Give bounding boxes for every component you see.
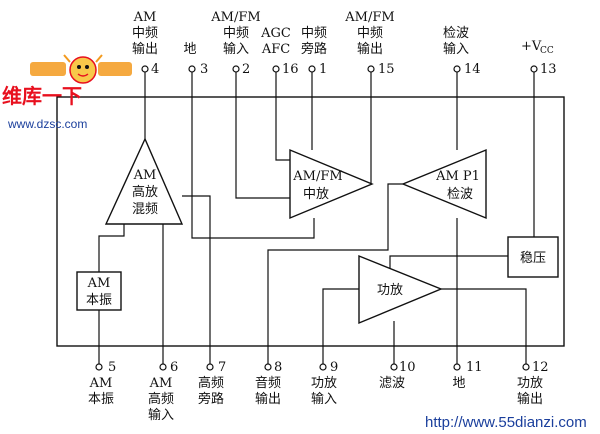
svg-text:旁路: 旁路 <box>301 41 327 57</box>
svg-text:1: 1 <box>319 62 327 77</box>
svg-text:7: 7 <box>218 360 226 375</box>
svg-text:6: 6 <box>170 360 178 375</box>
svg-text:检波: 检波 <box>443 26 469 41</box>
svg-text:AM: AM <box>149 376 173 391</box>
svg-text:10: 10 <box>399 360 416 375</box>
svg-text:输出: 输出 <box>357 41 383 57</box>
pin-9-label: 9 功放 输入 <box>311 360 338 407</box>
watermark-logo: 维库一下 <box>2 54 132 108</box>
svg-text:11: 11 <box>466 360 483 375</box>
pin-14-label: 检波 输入 14 <box>443 26 481 77</box>
svg-text:中频: 中频 <box>301 26 327 41</box>
svg-text:维库一下: 维库一下 <box>2 84 82 108</box>
pin-15-label: AM/FM 中频 输出 15 <box>344 10 394 77</box>
svg-text:功放: 功放 <box>517 376 543 391</box>
am-mixer-label-2: 高放 <box>132 184 158 200</box>
svg-text:输出: 输出 <box>517 391 543 407</box>
svg-text:5: 5 <box>108 360 116 375</box>
am-mixer-label-1: AM <box>133 168 157 183</box>
pin-13-label: +V CC 13 <box>521 39 557 77</box>
svg-text:输出: 输出 <box>255 391 281 407</box>
svg-text:AM/FM: AM/FM <box>292 169 342 184</box>
svg-text:AM: AM <box>89 376 113 391</box>
bottom-pin-terminals <box>95 363 530 371</box>
svg-text:功放: 功放 <box>311 376 337 391</box>
svg-text:中频: 中频 <box>357 26 383 41</box>
watermark-site-left: www.dzsc.com <box>7 117 87 131</box>
svg-text:12: 12 <box>532 360 549 375</box>
svg-text:本振: 本振 <box>86 293 112 308</box>
svg-text:AM/FM: AM/FM <box>210 10 260 25</box>
svg-text:AGC: AGC <box>260 26 291 41</box>
svg-text:本振: 本振 <box>88 392 114 407</box>
pin-8-label: 8 音频 输出 <box>255 360 282 407</box>
svg-text:AM: AM <box>133 10 157 25</box>
svg-text:高频: 高频 <box>148 391 174 407</box>
svg-text:AM/FM: AM/FM <box>344 10 394 25</box>
pin-3-label: 地 3 <box>183 42 208 77</box>
pin-5-label: 5 AM 本振 <box>88 360 116 407</box>
svg-text:4: 4 <box>151 62 159 77</box>
svg-text:高频: 高频 <box>198 375 224 391</box>
svg-text:地: 地 <box>183 42 196 57</box>
svg-text:音频: 音频 <box>255 375 281 391</box>
svg-text:15: 15 <box>378 62 395 77</box>
am-mixer-block <box>104 137 184 225</box>
svg-text:AM: AM <box>87 276 111 291</box>
svg-text:CC: CC <box>540 46 554 56</box>
svg-text:8: 8 <box>274 360 282 375</box>
svg-text:中频: 中频 <box>223 26 249 41</box>
svg-text:2: 2 <box>242 62 250 77</box>
detector-block <box>401 148 487 220</box>
svg-text:稳压: 稳压 <box>520 250 546 266</box>
wiring <box>98 72 535 366</box>
pin-12-label: 12 功放 输出 <box>517 360 549 407</box>
pin-2-label: AM/FM 中频 输入 2 <box>210 10 260 77</box>
svg-text:输入: 输入 <box>223 41 249 57</box>
pin-11-label: 11 地 <box>452 360 482 391</box>
svg-text:滤波: 滤波 <box>379 376 405 391</box>
mascot-icon <box>69 56 97 84</box>
svg-text:功放: 功放 <box>377 283 403 298</box>
svg-text:中频: 中频 <box>132 26 158 41</box>
svg-text:9: 9 <box>330 360 338 375</box>
svg-text:旁路: 旁路 <box>198 391 224 407</box>
svg-text:地: 地 <box>452 376 465 391</box>
chip-outline <box>56 96 565 347</box>
am-mixer-label-3: 混频 <box>132 202 158 217</box>
pin-1-label: 中频 旁路 1 <box>301 26 327 77</box>
pin-4-label: AM 中频 输出 4 <box>132 10 159 77</box>
svg-text:14: 14 <box>464 62 481 77</box>
svg-text:16: 16 <box>282 62 299 77</box>
svg-text:输入: 输入 <box>311 391 337 407</box>
svg-text:13: 13 <box>540 62 557 77</box>
svg-text:检波: 检波 <box>447 187 473 202</box>
svg-text:+V: +V <box>521 39 542 54</box>
svg-text:中放: 中放 <box>303 187 329 202</box>
pin-6-label: 6 AM 高频 输入 <box>148 360 178 423</box>
svg-text:输入: 输入 <box>148 407 174 423</box>
pin-16-label: AGC AFC 16 <box>260 26 298 77</box>
svg-text:3: 3 <box>200 62 208 77</box>
regulator-block <box>507 236 559 278</box>
watermark-site-right: http://www.55dianzi.com <box>425 414 587 431</box>
svg-text:AM P1: AM P1 <box>435 169 480 184</box>
svg-text:AFC: AFC <box>261 42 290 57</box>
pin-10-label: 10 滤波 <box>379 360 416 391</box>
if-amp-block <box>289 148 374 220</box>
svg-text:输入: 输入 <box>443 41 469 57</box>
svg-text:输出: 输出 <box>132 41 158 57</box>
pin-7-label: 7 高频 旁路 <box>198 360 226 407</box>
